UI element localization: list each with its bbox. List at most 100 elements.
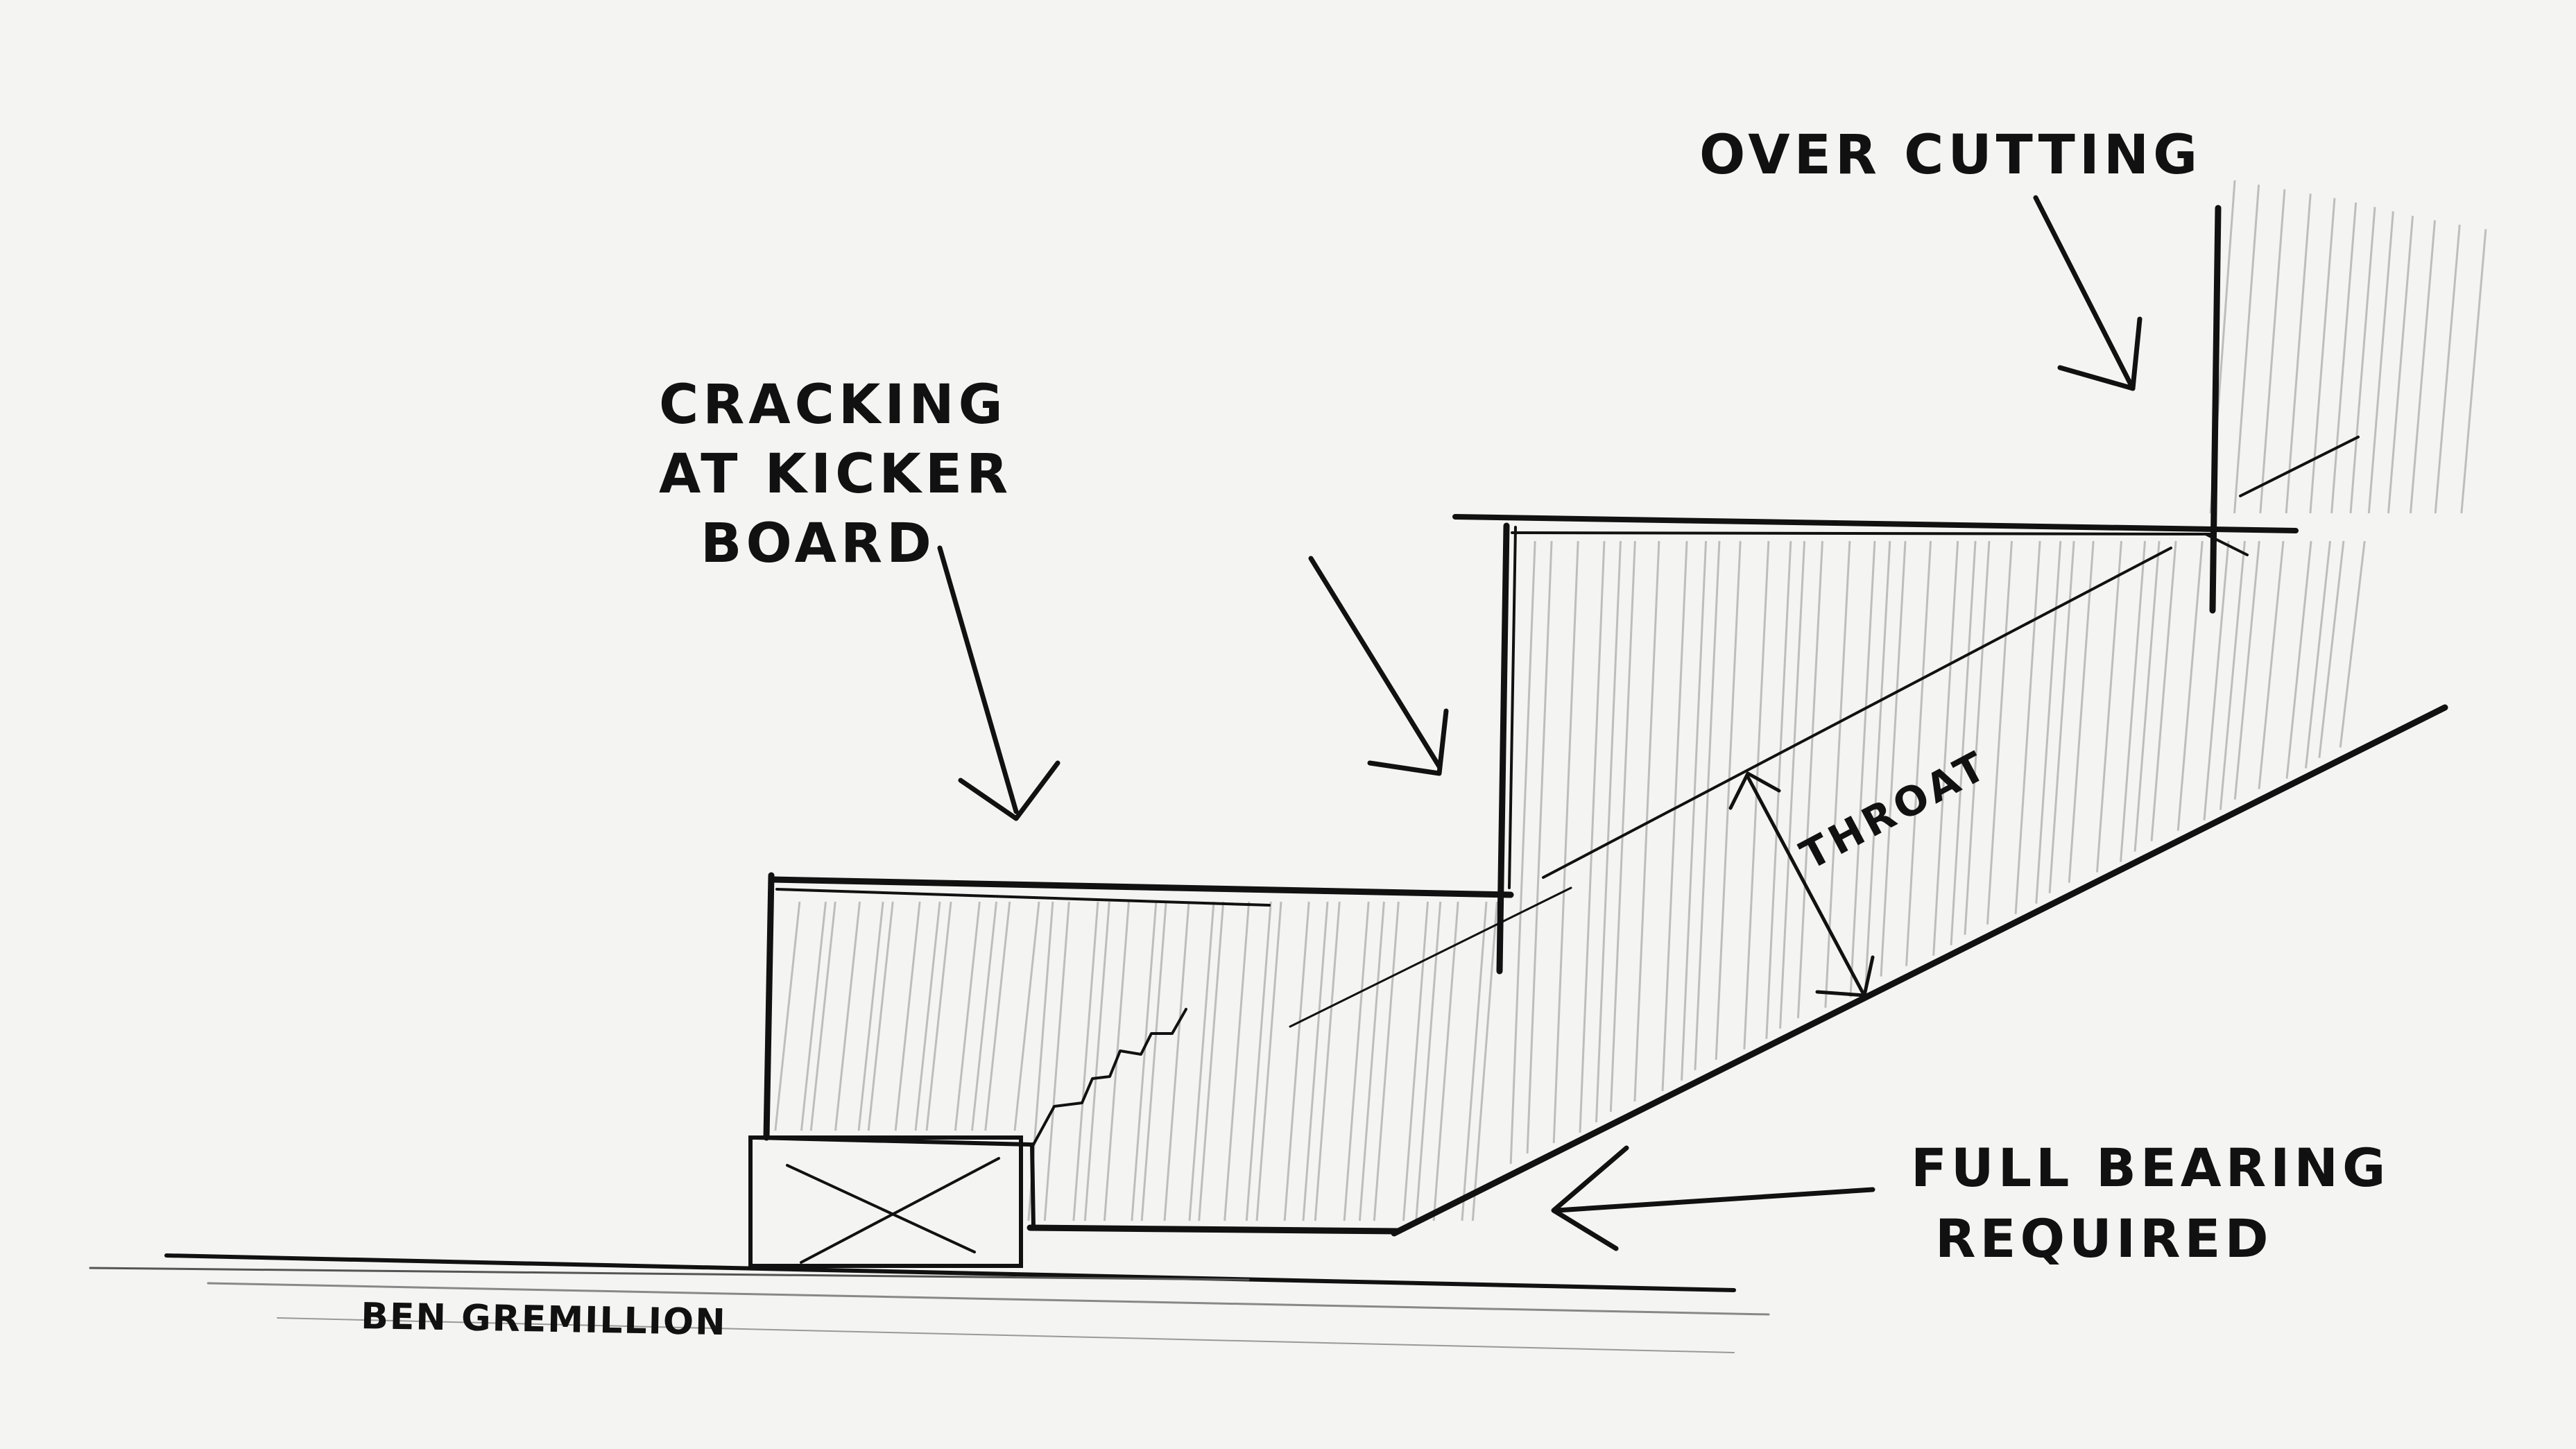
hatch-stroke (1864, 540, 1891, 987)
hatch-stroke (834, 901, 861, 1131)
hatch-stroke (2068, 540, 2095, 883)
hatch-stroke (2460, 229, 2487, 514)
hatch-stroke (2203, 540, 2230, 821)
hatch-stroke (1373, 901, 1400, 1221)
hatch-stroke (1609, 540, 1636, 1112)
hatch-stroke (984, 901, 1011, 1131)
hatch-stroke (1255, 901, 1282, 1221)
hatch-stroke (1932, 540, 1959, 956)
hatch-stroke (1471, 901, 1498, 1221)
hatch-stroke (2387, 216, 2414, 514)
label-bearing-line1: FULL BEARING (1911, 1137, 2389, 1199)
hatch-stroke (1245, 901, 1272, 1221)
hatch-stroke (2219, 540, 2246, 810)
hatch-stroke (809, 901, 836, 1131)
hatch-stroke (2309, 198, 2336, 514)
hatch-stroke (2339, 540, 2366, 748)
hatch-stroke (1188, 901, 1215, 1221)
hatch-stroke (1779, 540, 1806, 1029)
hatch-stroke (2095, 540, 2122, 873)
hatch-stroke (1072, 901, 1099, 1221)
hatch-stroke (774, 901, 801, 1131)
hatch-stroke (2285, 540, 2312, 779)
bearing-arrow (1551, 1145, 1875, 1251)
hatch-stroke (800, 901, 827, 1131)
hatch-stroke (1509, 540, 1536, 1164)
hatch-stroke (2120, 540, 2147, 862)
hatch-stroke (2304, 540, 2331, 769)
hatch-stroke (2259, 189, 2286, 514)
hatch-stroke (2285, 194, 2312, 514)
hatch-stroke (1358, 901, 1385, 1221)
hatch-stroke (1715, 540, 1742, 1060)
hatch-stroke (1402, 901, 1429, 1221)
hatch-stroke (1526, 540, 1553, 1154)
hatch-stroke (1432, 901, 1459, 1221)
hatch-stroke (2410, 220, 2436, 514)
hatch-stroke (1694, 540, 1721, 1070)
hatch-stroke (1849, 540, 1876, 997)
hatch-stroke (894, 901, 921, 1131)
hatch-stroke (2133, 540, 2161, 852)
hatch-stroke (2035, 540, 2062, 904)
hatch-stroke (1661, 540, 1688, 1091)
hatch-stroke (867, 901, 894, 1131)
hatch-stroke (1986, 540, 2013, 925)
hatch-stroke (1198, 901, 1225, 1221)
hatch-stroke (2434, 224, 2461, 514)
label-cracking-line2: AT KICKER (659, 443, 1012, 506)
signature: BEN GREMILLION (361, 1296, 727, 1344)
crack (1032, 1008, 1187, 1146)
cracking-arrow (937, 545, 1061, 821)
hatch-stroke (1223, 901, 1251, 1221)
hatch-stroke (925, 901, 952, 1131)
hatch-stroke (1552, 540, 1579, 1143)
hatch-stroke (1796, 540, 1823, 1018)
hatch-stroke (2258, 540, 2285, 789)
label-overcutting: OVER CUTTING (1699, 124, 2201, 187)
hatch-stroke (2330, 202, 2358, 514)
pencil-hatching (774, 180, 2487, 1221)
hatch-stroke (2233, 540, 2260, 800)
hatch-stroke (1283, 901, 1310, 1221)
label-cracking-line3: BOARD (701, 513, 936, 575)
riser-arrow (1308, 556, 1449, 776)
hatch-stroke (2233, 185, 2260, 514)
kicker-board (748, 1135, 1023, 1268)
hatch-stroke (914, 901, 941, 1131)
hatch-stroke (1083, 901, 1110, 1221)
label-bearing-line2: REQUIRED (1935, 1208, 2273, 1269)
label-cracking-line1: CRACKING (659, 374, 1007, 436)
overcutting-arrow (2033, 195, 2143, 391)
hatch-stroke (1140, 901, 1167, 1221)
hatch-stroke (1579, 540, 1606, 1133)
hatch-stroke (1302, 901, 1329, 1221)
hatch-stroke (1681, 540, 1708, 1081)
hatch-stroke (1633, 540, 1660, 1101)
hatch-stroke (1964, 540, 1991, 935)
hatch-stroke (2349, 207, 2376, 514)
throat-dimension (1728, 771, 1875, 997)
hatch-stroke (1314, 901, 1341, 1221)
hatch-stroke (1013, 901, 1040, 1131)
hatch-stroke (1043, 901, 1070, 1221)
hatch-stroke (2176, 540, 2204, 831)
hatch-stroke (1163, 901, 1190, 1221)
hatch-stroke (1343, 901, 1370, 1221)
hatch-stroke (1950, 540, 1977, 945)
hatch-stroke (971, 901, 998, 1131)
hatch-stroke (2367, 211, 2394, 514)
hatch-stroke (857, 901, 884, 1131)
hatch-stroke (2150, 540, 2177, 841)
hatch-stroke (2014, 540, 2041, 914)
hatch-stroke (1905, 540, 1932, 966)
hatch-stroke (1595, 540, 1622, 1122)
hatch-stroke (1461, 901, 1488, 1221)
hatch-stroke (2318, 540, 2345, 758)
hatch-stroke (954, 901, 981, 1131)
hatch-stroke (1131, 901, 1158, 1221)
ground-line (89, 1253, 1770, 1353)
